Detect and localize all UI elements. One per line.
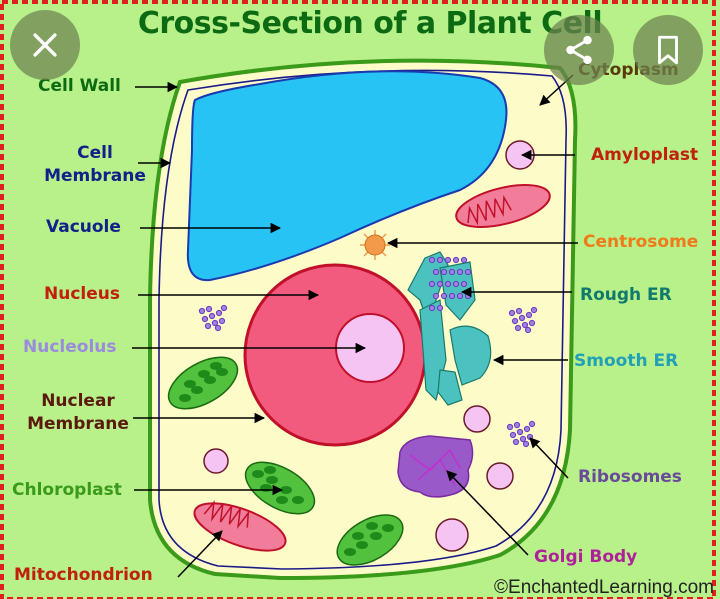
ribosome-dot bbox=[214, 324, 222, 332]
label-cell-membrane-line1: Cell bbox=[77, 143, 113, 163]
ribosome-dot bbox=[444, 280, 452, 288]
ribosome-dot bbox=[508, 309, 516, 317]
ribosome-dot bbox=[515, 307, 523, 315]
share-icon bbox=[566, 35, 592, 65]
ribosome-dot bbox=[519, 435, 527, 443]
chloroplast bbox=[336, 514, 404, 566]
endoplasmic-reticulum bbox=[407, 251, 492, 406]
ribosome-dot bbox=[198, 307, 206, 315]
ribosome-dot bbox=[456, 268, 464, 276]
ribosome-dot bbox=[513, 421, 521, 429]
label-cell-membrane-line2: Membrane bbox=[44, 166, 146, 186]
bookmark-button[interactable] bbox=[633, 15, 703, 85]
ribosome-dot bbox=[436, 280, 444, 288]
ribosome-dot bbox=[524, 326, 532, 334]
pointer-ribosomes bbox=[529, 437, 569, 479]
ribosome-dot bbox=[523, 425, 531, 433]
ribosome-clusters bbox=[198, 304, 538, 448]
ribosome-dot bbox=[220, 304, 228, 312]
ribosome-dot bbox=[428, 280, 436, 288]
share-button[interactable] bbox=[544, 15, 614, 85]
label-chloroplast: Chloroplast bbox=[12, 480, 122, 500]
centrosome bbox=[360, 230, 390, 260]
label-smooth-er: Smooth ER bbox=[574, 351, 679, 371]
label-amyloplast: Amyloplast bbox=[591, 145, 699, 165]
ribosome-dot bbox=[516, 428, 524, 436]
ribosome-dot bbox=[456, 292, 464, 300]
golgi-body bbox=[397, 435, 474, 498]
ribosome-dot bbox=[528, 319, 536, 327]
amyloplast bbox=[203, 448, 229, 474]
label-rough-er: Rough ER bbox=[580, 285, 672, 305]
ribosome-dot bbox=[512, 438, 520, 446]
ribosome-dot bbox=[436, 256, 444, 264]
ribosome-dot bbox=[218, 317, 226, 325]
ribosome-dot bbox=[530, 306, 538, 314]
diagram-title: Cross-Section of a Plant Cell bbox=[137, 6, 603, 41]
ribosome-dot bbox=[518, 314, 526, 322]
chloroplast bbox=[167, 356, 239, 410]
ribosome-dot bbox=[432, 292, 440, 300]
ribosome-dot bbox=[428, 304, 436, 312]
ribosome-dot bbox=[522, 440, 530, 448]
label-vacuole: Vacuole bbox=[46, 217, 121, 237]
ribosome-dot bbox=[448, 268, 456, 276]
ribosome-dot bbox=[204, 322, 212, 330]
label-centrosome: Centrosome bbox=[583, 232, 699, 252]
ribosome-dot bbox=[436, 304, 444, 312]
label-golgi-body: Golgi Body bbox=[534, 547, 638, 567]
ribosome-dot bbox=[428, 256, 436, 264]
pointer-golgi-body bbox=[446, 470, 529, 556]
amyloplast bbox=[463, 405, 491, 433]
mitochondrion bbox=[193, 500, 287, 552]
amyloplast bbox=[486, 462, 514, 490]
copyright-text: ©EnchantedLearning.com bbox=[494, 577, 714, 598]
label-mitochondrion: Mitochondrion bbox=[14, 565, 153, 585]
ribosome-dot bbox=[448, 292, 456, 300]
ribosome-dot bbox=[511, 317, 519, 325]
ribosome-dot bbox=[432, 268, 440, 276]
label-nuclear-membrane-line1: Nuclear bbox=[41, 391, 115, 411]
ribosome-dot bbox=[440, 268, 448, 276]
ribosome-dot bbox=[205, 305, 213, 313]
ribosome-dot bbox=[506, 423, 514, 431]
ribosome-dot bbox=[208, 312, 216, 320]
ribosome-dot bbox=[215, 309, 223, 317]
label-cell-wall: Cell Wall bbox=[38, 76, 121, 96]
ribosome-dot bbox=[528, 420, 536, 428]
ribosome-dot bbox=[452, 256, 460, 264]
ribosome-dot bbox=[460, 280, 468, 288]
ribosome-dot bbox=[460, 256, 468, 264]
close-button[interactable] bbox=[10, 10, 80, 80]
close-icon bbox=[33, 33, 57, 57]
ribosome-dot bbox=[521, 321, 529, 329]
amyloplast bbox=[435, 518, 469, 552]
ribosome-dot bbox=[444, 256, 452, 264]
ribosome-dot bbox=[464, 268, 472, 276]
label-nucleolus: Nucleolus bbox=[23, 337, 117, 357]
label-nuclear-membrane-line2: Membrane bbox=[27, 414, 129, 434]
mitochondrion bbox=[455, 184, 551, 228]
ribosome-dot bbox=[452, 280, 460, 288]
pointer-mitochondrion bbox=[177, 530, 223, 578]
ribosome-dot bbox=[525, 311, 533, 319]
label-nucleus: Nucleus bbox=[44, 284, 120, 304]
ribosome-dot bbox=[211, 319, 219, 327]
ribosome-dot bbox=[201, 315, 209, 323]
bookmark-icon bbox=[658, 35, 678, 65]
ribosome-dot bbox=[509, 431, 517, 439]
label-ribosomes: Ribosomes bbox=[578, 467, 682, 487]
ribosome-dot bbox=[464, 292, 472, 300]
rough-er-ribosomes bbox=[428, 256, 472, 312]
ribosome-dot bbox=[514, 324, 522, 332]
ribosome-dot bbox=[440, 292, 448, 300]
